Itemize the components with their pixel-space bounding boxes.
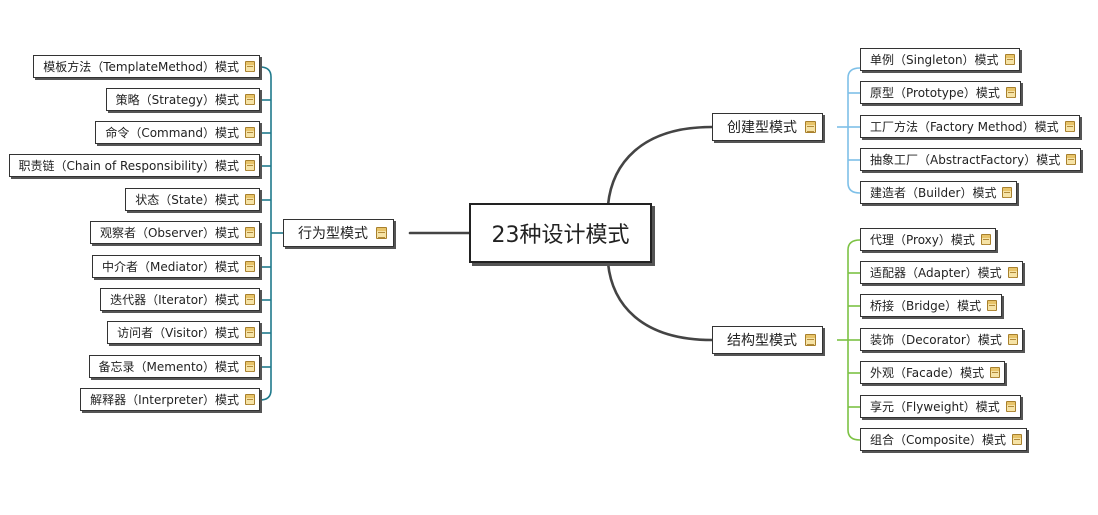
pattern-template-method[interactable]: 模板方法（TemplateMethod）模式 bbox=[33, 55, 260, 78]
pattern-factory-method[interactable]: 工厂方法（Factory Method）模式 bbox=[860, 115, 1080, 138]
pattern-flyweight[interactable]: 享元（Flyweight）模式 bbox=[860, 395, 1021, 418]
pattern-label: 观察者（Observer）模式 bbox=[99, 226, 239, 240]
central-topic-label: 23种设计模式 bbox=[491, 223, 630, 248]
note-icon[interactable] bbox=[245, 361, 255, 372]
pattern-abstract-factory[interactable]: 抽象工厂（AbstractFactory）模式 bbox=[860, 148, 1082, 171]
pattern-label: 代理（Proxy）模式 bbox=[870, 233, 975, 247]
pattern-label: 备忘录（Memento）模式 bbox=[98, 360, 239, 374]
pattern-mediator[interactable]: 中介者（Mediator）模式 bbox=[91, 255, 260, 278]
link-root-structural bbox=[606, 261, 714, 342]
pattern-label: 抽象工厂（AbstractFactory）模式 bbox=[870, 153, 1061, 167]
pattern-command[interactable]: 命令（Command）模式 bbox=[95, 121, 260, 144]
note-icon[interactable] bbox=[245, 261, 255, 272]
pattern-label: 状态（State）模式 bbox=[135, 193, 239, 207]
pattern-label: 模板方法（TemplateMethod）模式 bbox=[43, 60, 239, 74]
pattern-chain-of-responsibility[interactable]: 职责链（Chain of Responsibility）模式 bbox=[8, 154, 260, 177]
pattern-memento[interactable]: 备忘录（Memento）模式 bbox=[88, 355, 260, 378]
pattern-prototype[interactable]: 原型（Prototype）模式 bbox=[860, 81, 1021, 104]
pattern-bridge[interactable]: 桥接（Bridge）模式 bbox=[860, 294, 1003, 317]
pattern-label: 外观（Facade）模式 bbox=[870, 366, 985, 380]
pattern-label: 桥接（Bridge）模式 bbox=[870, 299, 982, 313]
note-icon[interactable] bbox=[245, 61, 255, 72]
pattern-interpreter[interactable]: 解释器（Interpreter）模式 bbox=[80, 388, 260, 411]
note-icon[interactable] bbox=[245, 227, 255, 238]
pattern-label: 适配器（Adapter）模式 bbox=[870, 266, 1002, 280]
creational-patterns-topic[interactable]: 创建型模式 bbox=[712, 113, 823, 141]
note-icon[interactable] bbox=[376, 227, 387, 239]
note-icon[interactable] bbox=[1066, 154, 1077, 165]
link-creational-spine bbox=[847, 67, 861, 194]
pattern-label: 单例（Singleton）模式 bbox=[870, 53, 999, 67]
pattern-adapter[interactable]: 适配器（Adapter）模式 bbox=[860, 261, 1023, 284]
note-icon[interactable] bbox=[1004, 54, 1015, 65]
pattern-label: 原型（Prototype）模式 bbox=[870, 86, 1000, 100]
note-icon[interactable] bbox=[1012, 434, 1023, 445]
structural-patterns-topic[interactable]: 结构型模式 bbox=[712, 326, 823, 354]
pattern-label: 命令（Command）模式 bbox=[105, 126, 239, 140]
pattern-observer[interactable]: 观察者（Observer）模式 bbox=[89, 221, 260, 244]
pattern-label: 装饰（Decorator）模式 bbox=[870, 333, 1002, 347]
pattern-builder[interactable]: 建造者（Builder）模式 bbox=[860, 181, 1018, 204]
note-icon[interactable] bbox=[245, 94, 255, 105]
pattern-label: 策略（Strategy）模式 bbox=[115, 93, 239, 107]
note-icon[interactable] bbox=[805, 121, 816, 133]
note-icon[interactable] bbox=[245, 394, 255, 405]
pattern-label: 访问者（Visitor）模式 bbox=[117, 326, 239, 340]
note-icon[interactable] bbox=[990, 367, 1001, 378]
pattern-label: 建造者（Builder）模式 bbox=[870, 186, 997, 200]
note-icon[interactable] bbox=[1007, 267, 1018, 278]
topic-label: 行为型模式 bbox=[298, 226, 368, 242]
pattern-strategy[interactable]: 策略（Strategy）模式 bbox=[105, 88, 260, 111]
note-icon[interactable] bbox=[245, 194, 255, 205]
note-icon[interactable] bbox=[805, 334, 816, 346]
pattern-label: 职责链（Chain of Responsibility）模式 bbox=[18, 159, 239, 173]
pattern-singleton[interactable]: 单例（Singleton）模式 bbox=[860, 48, 1020, 71]
pattern-label: 解释器（Interpreter）模式 bbox=[90, 393, 239, 407]
note-icon[interactable] bbox=[1064, 121, 1075, 132]
pattern-composite[interactable]: 组合（Composite）模式 bbox=[860, 428, 1028, 451]
pattern-decorator[interactable]: 装饰（Decorator）模式 bbox=[860, 328, 1023, 351]
note-icon[interactable] bbox=[245, 127, 255, 138]
note-icon[interactable] bbox=[1007, 334, 1018, 345]
link-root-creational bbox=[606, 125, 714, 207]
note-icon[interactable] bbox=[1005, 87, 1016, 98]
pattern-visitor[interactable]: 访问者（Visitor）模式 bbox=[107, 321, 260, 344]
note-icon[interactable] bbox=[245, 327, 255, 338]
note-icon[interactable] bbox=[245, 294, 255, 305]
note-icon[interactable] bbox=[1002, 187, 1013, 198]
pattern-label: 工厂方法（Factory Method）模式 bbox=[870, 120, 1059, 134]
note-icon[interactable] bbox=[245, 160, 255, 171]
central-topic[interactable]: 23种设计模式 bbox=[469, 203, 652, 263]
note-icon[interactable] bbox=[980, 234, 991, 245]
pattern-label: 组合（Composite）模式 bbox=[870, 433, 1007, 447]
pattern-label: 中介者（Mediator）模式 bbox=[101, 260, 239, 274]
topic-label: 创建型模式 bbox=[727, 120, 797, 136]
pattern-state[interactable]: 状态（State）模式 bbox=[125, 188, 260, 211]
pattern-label: 享元（Flyweight）模式 bbox=[870, 400, 1000, 414]
pattern-facade[interactable]: 外观（Facade）模式 bbox=[860, 361, 1006, 384]
behavioral-patterns-topic[interactable]: 行为型模式 bbox=[283, 219, 394, 247]
note-icon[interactable] bbox=[987, 300, 998, 311]
pattern-label: 迭代器（Iterator）模式 bbox=[110, 293, 239, 307]
topic-label: 结构型模式 bbox=[727, 333, 797, 349]
note-icon[interactable] bbox=[1005, 401, 1016, 412]
link-behavioral-spine bbox=[259, 66, 272, 401]
pattern-proxy[interactable]: 代理（Proxy）模式 bbox=[860, 228, 996, 251]
pattern-iterator[interactable]: 迭代器（Iterator）模式 bbox=[100, 288, 260, 311]
